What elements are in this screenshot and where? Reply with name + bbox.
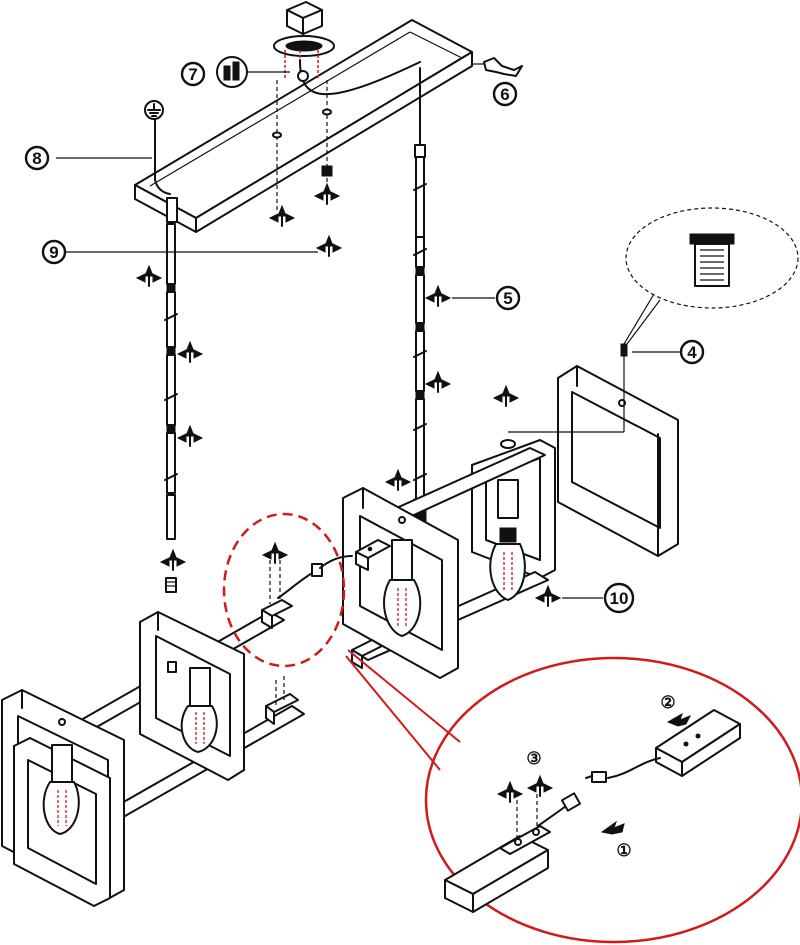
- callout-9: 9: [41, 239, 67, 265]
- svg-text:4: 4: [687, 343, 697, 362]
- fastener-arrow-icons: [135, 182, 562, 803]
- callout-7: 7: [180, 61, 206, 87]
- wire-nut-icon: [216, 56, 290, 88]
- svg-text:②: ②: [660, 693, 675, 712]
- rail-joint-left: [261, 555, 353, 725]
- bulb-left-front: [42, 744, 80, 835]
- svg-text:5: 5: [503, 289, 512, 308]
- bulb-right-back: [489, 479, 526, 601]
- zoom-line-bottom: [345, 655, 441, 771]
- bulb-left-middle: [180, 667, 218, 753]
- left-frame-section: [1, 611, 305, 907]
- wrench-icon: [472, 57, 523, 77]
- ground-wire: [154, 117, 171, 195]
- callout-10: 10: [603, 582, 635, 614]
- callout-5: 5: [495, 285, 521, 311]
- bulb-right-front: [383, 539, 422, 637]
- zoom-line-top: [347, 649, 461, 743]
- canopy-screws: [272, 80, 333, 210]
- right-suspension-rod: [413, 67, 427, 524]
- left-suspension-rod: [164, 197, 178, 593]
- leader-lines: [56, 157, 683, 599]
- callout-2: ②: [660, 693, 675, 712]
- svg-text:8: 8: [32, 149, 41, 168]
- svg-text:7: 7: [188, 65, 197, 84]
- svg-text:①: ①: [616, 841, 631, 860]
- callout-3: ③: [526, 749, 541, 768]
- canopy: [134, 19, 473, 233]
- callout-1: ①: [616, 841, 631, 860]
- svg-text:6: 6: [500, 85, 509, 104]
- end-frame-detached: [500, 350, 679, 557]
- detail-zoom-circle: [424, 656, 800, 944]
- callout-6: 6: [492, 81, 518, 107]
- callout-4: 4: [679, 339, 705, 365]
- svg-text:10: 10: [610, 589, 629, 608]
- set-screw-detail: [620, 207, 799, 357]
- callout-8: 8: [24, 145, 50, 171]
- junction-box: [273, 1, 421, 95]
- ground-symbol-icon: [144, 100, 164, 120]
- svg-text:9: 9: [49, 243, 58, 262]
- zoom-detail: [444, 709, 741, 913]
- detail-highlight-ellipse: [222, 512, 346, 668]
- svg-text:③: ③: [526, 749, 541, 768]
